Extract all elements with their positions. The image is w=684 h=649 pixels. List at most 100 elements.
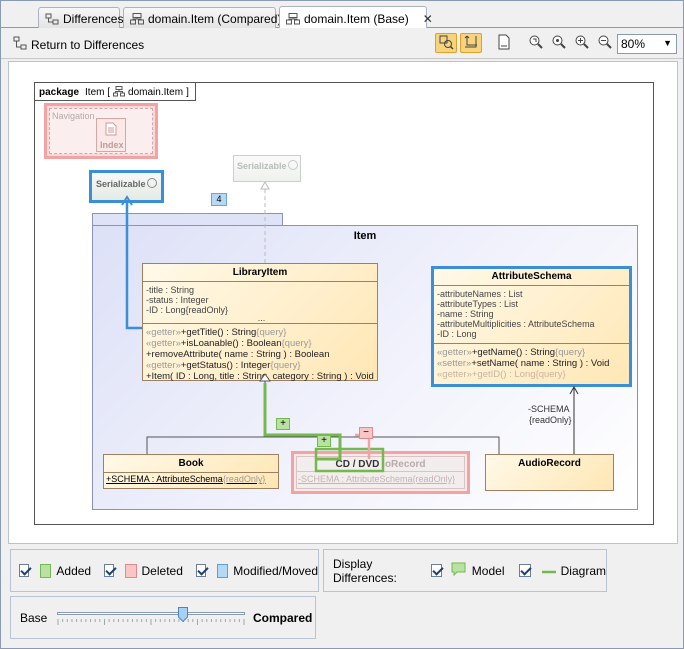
stereotype: «getter» (146, 360, 181, 371)
class-name-ghost: ioRecord (382, 459, 426, 470)
tab-label: domain.Item (Compared) (148, 12, 282, 26)
deleted-label: Deleted (141, 563, 183, 578)
attribute: -attributeNames : List (437, 289, 523, 299)
diagram-connectors (121, 180, 579, 473)
attribute: -ID : Long{readOnly} (146, 305, 229, 315)
interface-circle-icon (147, 178, 157, 188)
operation-tail: {query} (270, 360, 301, 371)
tab-item-base[interactable]: domain.Item (Base) ✕ (279, 6, 433, 28)
model-checkbox[interactable] (430, 564, 442, 577)
diagram-frame: package Item [ domain.Item ] Navigation … (34, 82, 654, 525)
deleted-swatch (125, 563, 137, 578)
zoom-select[interactable]: 80% ▼ (617, 34, 677, 54)
zoom-out-button[interactable] (594, 33, 616, 53)
added-marker[interactable]: + (317, 435, 331, 447)
class-name: AudioRecord (518, 458, 581, 469)
operation-tail: {query} (256, 327, 287, 338)
stereotype: «getter» (437, 369, 472, 380)
navigation-package[interactable]: Navigation Index (44, 103, 158, 159)
tab-differences[interactable]: Differences (38, 7, 124, 28)
return-to-differences-button[interactable]: Return to Differences (13, 36, 144, 53)
tab-label: Differences (63, 12, 124, 26)
differences-icon (13, 36, 27, 53)
operation-tail: {query} (535, 369, 566, 380)
operation-text: +removeAttribute( name : String ) : Bool… (146, 349, 330, 360)
display-differences-label: Display Differences: (333, 556, 397, 585)
class-book[interactable]: Book +SCHEMA : AttributeSchema{readOnly} (103, 454, 279, 489)
operation: +removeAttribute( name : String ) : Bool… (146, 349, 377, 360)
operation-text: +getID() : Long (471, 369, 536, 380)
index-label: Index (100, 140, 124, 150)
class-name: AttributeSchema (491, 271, 572, 282)
item-package-tab (92, 213, 283, 225)
tab-label: domain.Item (Base) (304, 11, 409, 26)
toolbar: Return to Differences (1, 28, 683, 59)
diagram-icon (130, 13, 144, 25)
zoom-to-fit-button[interactable] (525, 33, 547, 53)
chevron-down-icon: ▼ (663, 38, 672, 48)
stereotype: «getter» (146, 327, 181, 338)
tab-bar: Differences domain.Item (Compared) domai… (1, 1, 683, 28)
change-count-badge[interactable]: 4 (211, 193, 227, 206)
diagram-icon (113, 85, 126, 100)
operation: «getter»+getName() : String{query} (437, 347, 629, 358)
interface-circle-icon (288, 160, 298, 170)
diagram-overview-button[interactable] (435, 33, 457, 53)
class-attribute-schema[interactable]: AttributeSchema -attributeNames : List -… (431, 266, 632, 387)
attribute-text: +SCHEMA : AttributeSchema (106, 474, 223, 484)
package-header: package Item [ domain.Item ] (35, 83, 196, 101)
compared-label: Compared (253, 611, 313, 625)
deleted-marker[interactable]: − (359, 427, 373, 439)
modified-checkbox[interactable] (195, 564, 207, 577)
display-differences-panel: Display Differences: Model Diagram (323, 549, 607, 592)
page-icon (496, 34, 512, 53)
association-role-label: -SCHEMA (528, 404, 570, 414)
base-compared-slider-panel: Base Compared (10, 596, 316, 639)
serializable-interface[interactable]: Serializable (233, 155, 301, 182)
attribute: -attributeMultiplicities : AttributeSche… (437, 319, 595, 329)
operation: «getter»+getID() : Long{query} (437, 369, 629, 380)
tab-item-compared[interactable]: domain.Item (Compared) (123, 7, 281, 28)
generalization-added (263, 383, 342, 461)
package-name: Item [ (85, 87, 111, 98)
document-icon (105, 122, 117, 138)
slider-thumb[interactable] (177, 607, 188, 623)
ellipsis: ... (257, 313, 266, 323)
stereotype: «getter» (146, 338, 181, 349)
zoom-selection-button[interactable] (548, 33, 570, 53)
return-label: Return to Differences (31, 37, 145, 52)
print-button[interactable] (493, 33, 515, 53)
class-library-item[interactable]: LibraryItem -title : String -status : In… (142, 263, 378, 382)
class-cd-dvd[interactable]: CD / DVD ioRecord -SCHEMA : AttributeSch… (291, 451, 470, 494)
class-name: CD / DVD (335, 459, 380, 470)
modified-swatch (217, 563, 229, 578)
operation: +Item( ID : Long, title : String, catego… (146, 371, 377, 382)
attribute: -status : Integer (146, 295, 209, 305)
class-audio-record[interactable]: AudioRecord (485, 454, 614, 491)
attribute-tail: {readOnly} (222, 474, 266, 484)
package-bracket: ] (186, 87, 189, 98)
diagram-label: Diagram (560, 563, 606, 578)
operation-tail: {query} (281, 338, 312, 349)
operation: «getter»+getTitle() : String{query} (146, 327, 377, 338)
base-compared-slider[interactable] (53, 607, 249, 627)
deleted-checkbox[interactable] (104, 564, 115, 577)
added-marker[interactable]: + (276, 418, 290, 430)
close-icon[interactable]: ✕ (422, 11, 433, 26)
fit-to-window-button[interactable] (460, 33, 482, 53)
operation: «getter»+isLoanable() : Boolean{query} (146, 338, 377, 349)
realization-link-modified (125, 203, 142, 330)
added-checkbox[interactable] (19, 564, 30, 577)
zoom-in-button[interactable] (571, 33, 593, 53)
index-node[interactable]: Index (96, 118, 126, 152)
diagram-canvas[interactable]: package Item [ domain.Item ] Navigation … (8, 61, 678, 544)
attribute-text: -SCHEMA : AttributeSchema (298, 474, 413, 484)
modified-label: Modified/Moved (233, 563, 319, 578)
package-title: Item (353, 230, 377, 242)
base-label: Base (20, 611, 48, 625)
operation: «setter»+setName( name : String ) : Void (437, 358, 629, 369)
attribute-tail: {readOnly} (412, 474, 456, 484)
diagram-checkbox[interactable] (519, 564, 531, 577)
class-name: Book (178, 458, 204, 469)
attribute: -ID : Long (437, 329, 477, 339)
